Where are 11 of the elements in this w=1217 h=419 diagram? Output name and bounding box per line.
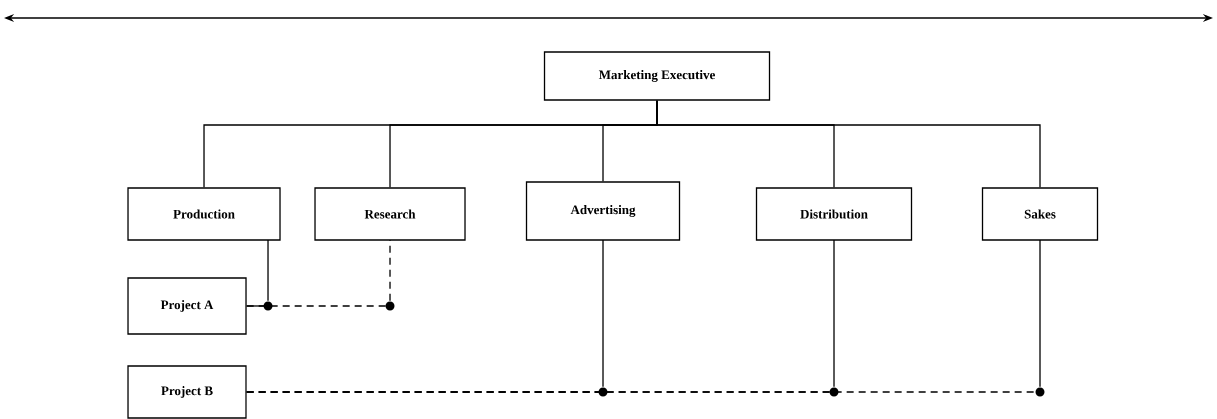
box: Research <box>314 187 466 241</box>
box: Project A <box>127 277 247 335</box>
box: Project B <box>127 365 247 419</box>
connector <box>656 100 1041 188</box>
box: Sakes <box>981 187 1099 241</box>
box: Production <box>127 187 281 241</box>
connector <box>246 239 395 311</box>
box: Advertising <box>525 181 681 241</box>
box: Marketing Executive <box>543 51 771 101</box>
box: Distribution <box>755 187 913 241</box>
connector <box>246 239 1045 397</box>
